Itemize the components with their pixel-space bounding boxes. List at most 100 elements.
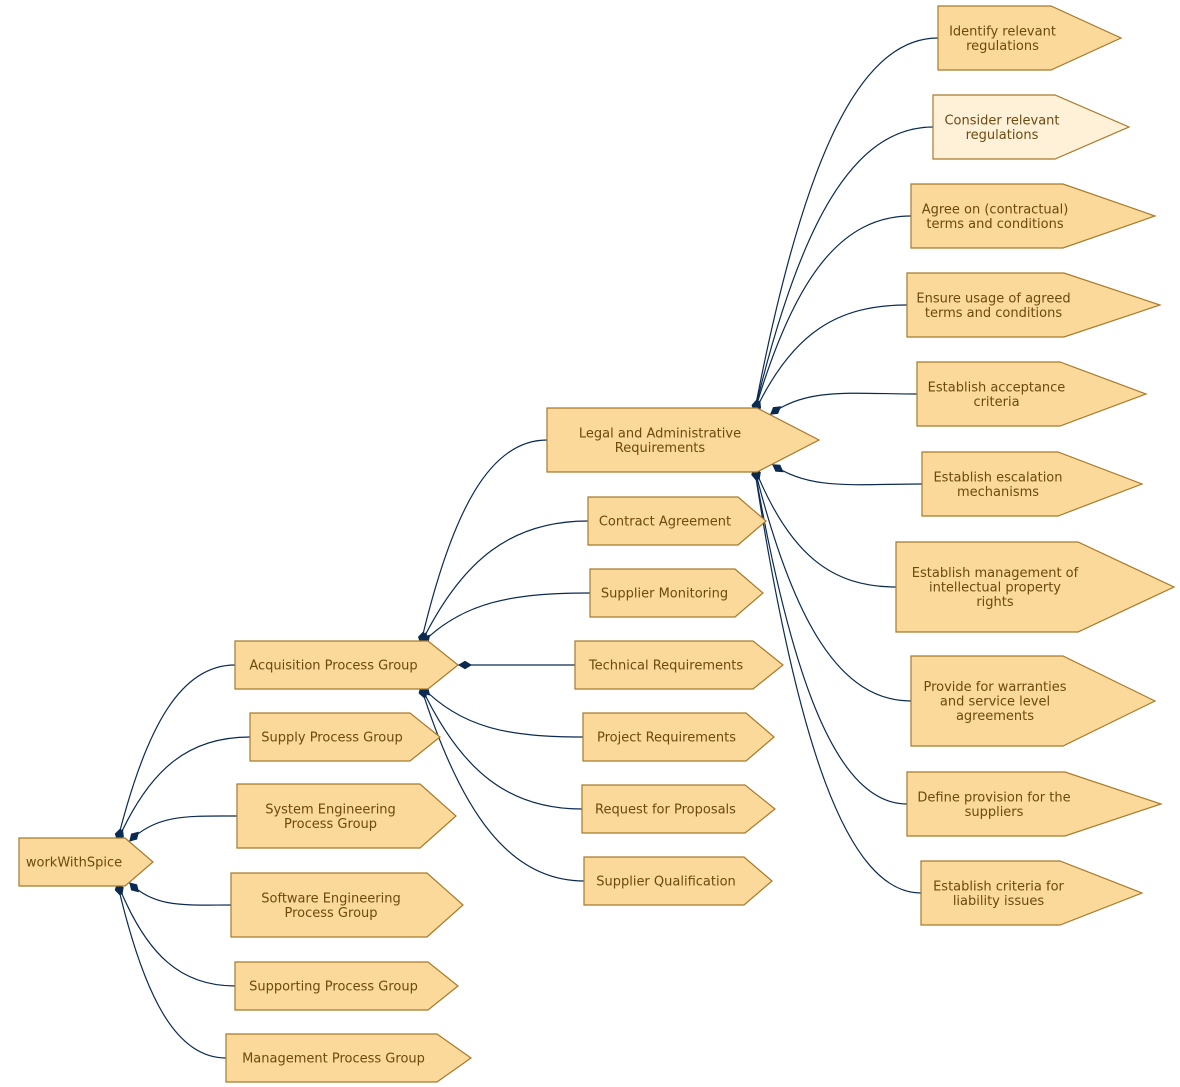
node-shape-supmon — [589, 568, 764, 618]
node-label-accept-line-1: Establish acceptance — [928, 380, 1066, 395]
edge-root-support — [116, 882, 236, 987]
node-label-rfp-line-1: Request for Proposals — [595, 803, 736, 818]
node-projreq[interactable]: Project Requirements — [582, 712, 775, 762]
node-shape-warranty — [910, 655, 1157, 747]
node-shape-mgmt — [225, 1033, 473, 1083]
edge-acq-supmon — [420, 592, 591, 646]
edge-root-syseng — [128, 815, 238, 843]
edge-legal-accept — [769, 392, 918, 416]
node-shape-identify — [937, 5, 1123, 71]
composition-diamond-root-syseng — [129, 831, 139, 842]
node-label-legal-line-1: Legal and Administrative — [579, 426, 741, 441]
node-label-acq-line-1: Acquisition Process Group — [249, 659, 417, 674]
node-label-consider-line-1: Consider relevant — [944, 113, 1059, 128]
node-shape-techreq — [574, 640, 784, 690]
node-shape-escal — [921, 451, 1144, 517]
node-label-contract-line-1: Contract Agreement — [599, 515, 731, 530]
edge-legal-identify — [753, 37, 939, 413]
node-mgmt[interactable]: Management Process Group — [225, 1033, 473, 1083]
edge-legal-liability — [753, 467, 922, 894]
node-contract[interactable]: Contract Agreement — [587, 496, 767, 546]
node-label-accept-line-2: criteria — [973, 395, 1019, 410]
node-label-support-line-1: Supporting Process Group — [249, 980, 418, 995]
node-shape-ip — [895, 541, 1176, 633]
node-supqual[interactable]: Supplier Qualification — [583, 856, 773, 906]
node-support[interactable]: Supporting Process Group — [234, 961, 459, 1011]
node-root[interactable]: workWithSpice — [18, 837, 154, 887]
node-label-syseng-line-2: Process Group — [284, 817, 377, 832]
node-label-supply-line-1: Supply Process Group — [261, 731, 402, 746]
node-label-mgmt-line-1: Management Process Group — [242, 1052, 425, 1067]
node-shape-root — [18, 837, 154, 887]
node-label-identify-line-2: regulations — [966, 39, 1039, 54]
edge-root-acq — [116, 664, 236, 842]
node-supmon[interactable]: Supplier Monitoring — [589, 568, 764, 618]
edge-legal-consider — [753, 126, 934, 413]
node-shape-rfp — [581, 784, 776, 834]
composition-diamond-legal-accept — [769, 406, 782, 415]
node-label-ensure-line-1: Ensure usage of agreed — [916, 291, 1070, 306]
node-techreq[interactable]: Technical Requirements — [574, 640, 784, 690]
node-label-warranty-line-2: and service level — [940, 695, 1050, 710]
node-label-agree-line-1: Agree on (contractual) — [922, 202, 1069, 217]
edge-legal-escal — [771, 463, 923, 486]
node-label-sweng-line-2: Process Group — [284, 906, 377, 921]
node-label-root-line-1: workWithSpice — [26, 856, 122, 871]
node-shape-consider — [932, 94, 1131, 160]
composition-diamond-acq-techreq — [458, 660, 472, 670]
edge-acq-projreq — [420, 684, 584, 738]
node-label-ip-line-2: intellectual property — [929, 581, 1061, 596]
node-label-supmon-line-1: Supplier Monitoring — [601, 587, 728, 602]
node-agree[interactable]: Agree on (contractual)terms and conditio… — [910, 183, 1157, 249]
node-label-syseng-line-1: System Engineering — [265, 802, 396, 817]
composition-diamond-root-sweng — [129, 882, 140, 893]
edge-acq-legal — [419, 439, 548, 645]
node-label-provision-line-1: Define provision for the — [917, 790, 1070, 805]
node-shape-sweng — [230, 872, 464, 938]
node-label-provision-line-2: suppliers — [965, 805, 1024, 820]
node-label-techreq-line-1: Technical Requirements — [588, 659, 743, 674]
node-shape-provision — [906, 771, 1163, 837]
node-shape-syseng — [236, 783, 457, 849]
node-label-identify-line-1: Identify relevant — [949, 24, 1056, 39]
edge-acq-rfp — [419, 685, 583, 810]
node-label-supqual-line-1: Supplier Qualification — [596, 875, 736, 890]
node-acq[interactable]: Acquisition Process Group — [234, 640, 459, 690]
node-shape-support — [234, 961, 459, 1011]
composition-diamond-legal-escal — [772, 464, 784, 473]
node-label-consider-line-2: regulations — [966, 128, 1039, 143]
node-label-agree-line-2: terms and conditions — [926, 217, 1063, 232]
edge-legal-warranty — [753, 467, 912, 702]
node-label-sweng-line-1: Software Engineering — [261, 891, 400, 906]
edge-legal-ensure — [753, 304, 908, 414]
edge-root-mgmt — [116, 882, 227, 1059]
node-label-liability-line-2: liability issues — [953, 894, 1045, 909]
edge-acq-contract — [419, 520, 589, 645]
edge-root-supply — [116, 736, 251, 842]
node-shape-supqual — [583, 856, 773, 906]
node-label-liability-line-1: Establish criteria for — [933, 879, 1064, 894]
node-label-ip-line-3: rights — [976, 595, 1014, 610]
node-supply[interactable]: Supply Process Group — [249, 712, 441, 762]
node-label-projreq-line-1: Project Requirements — [597, 731, 736, 746]
node-label-escal-line-1: Establish escalation — [933, 470, 1062, 485]
edge-legal-agree — [753, 215, 912, 413]
node-shape-ensure — [906, 272, 1162, 338]
node-rfp[interactable]: Request for Proposals — [581, 784, 776, 834]
node-shape-liability — [920, 860, 1144, 926]
node-shape-projreq — [582, 712, 775, 762]
